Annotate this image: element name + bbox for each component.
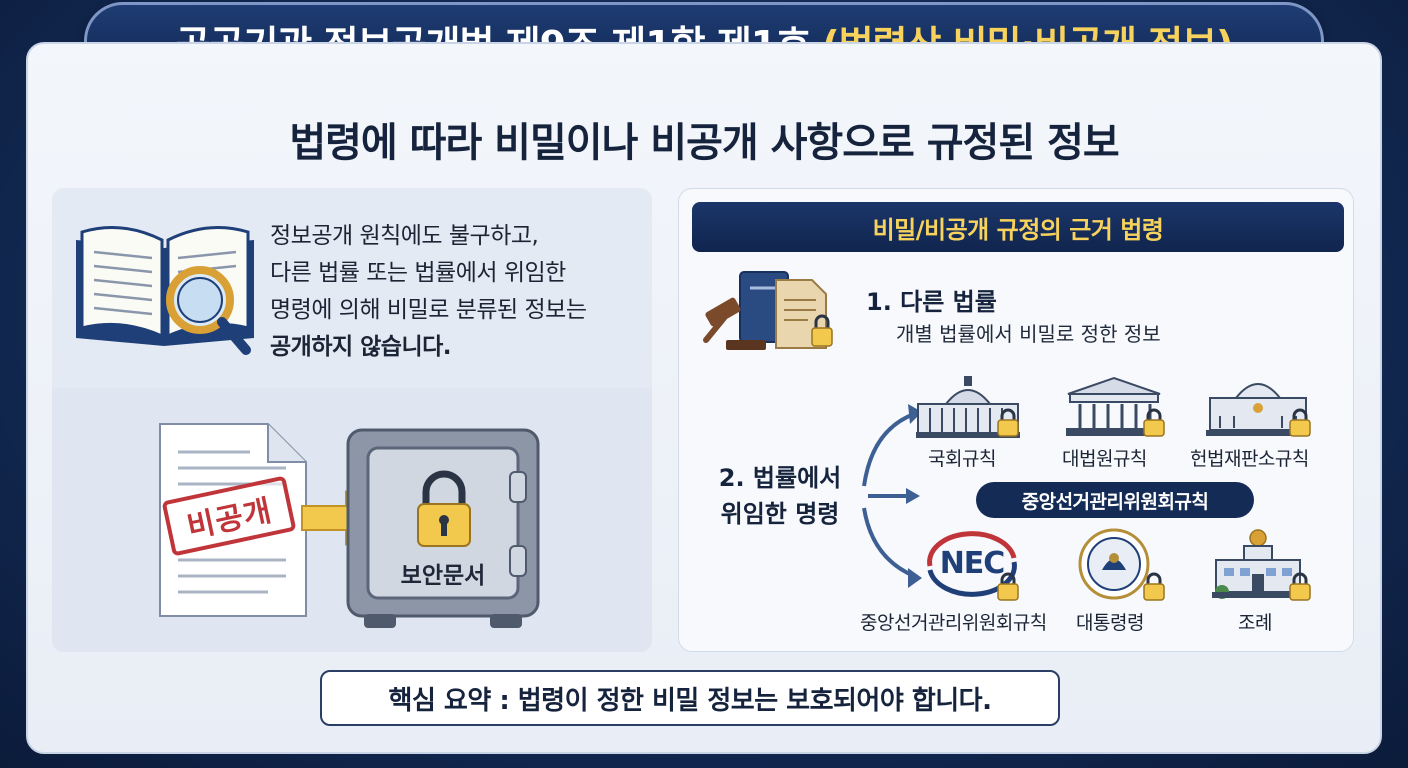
- lock-icon: [997, 572, 1019, 601]
- lock-icon: [997, 408, 1019, 437]
- local-government-icon: [1212, 529, 1304, 599]
- nec-rule-pill-label: 중앙선거관리위원회규칙: [1021, 490, 1209, 513]
- headline: 법령에 따라 비밀이나 비공개 사항으로 규정된 정보: [289, 120, 1119, 166]
- lock-icon: [1289, 408, 1311, 437]
- nec-rule-pill: 중앙선거관리위원회규칙: [976, 482, 1254, 518]
- gavel-documents-icon: [703, 271, 833, 350]
- principle-line: 다른 법률 또는 법률에서 위임한: [270, 260, 566, 286]
- summary-text: 핵심 요약 : 법령이 정한 비밀 정보는 보호되어야 합니다.: [388, 685, 992, 716]
- lock-icon: [1143, 408, 1165, 437]
- law1-desc: 개별 법률에서 비밀로 정한 정보: [896, 322, 1161, 346]
- branch-arrows-icon: [862, 404, 922, 588]
- basis-title: 비밀/비공개 규정의 근거 법령: [872, 215, 1164, 244]
- rule-presidential: 대통령령: [1076, 612, 1144, 634]
- safe-icon: [346, 428, 540, 628]
- rule-nec-bottom: 중앙선거관리위원회규칙: [860, 612, 1047, 634]
- lock-icon: [1143, 572, 1165, 601]
- law2-title-line: 2. 법률에서: [718, 464, 842, 492]
- law2-title: 2. 법률에서 위임한 명령: [696, 460, 864, 532]
- law2-title-line: 위임한 명령: [720, 500, 840, 528]
- supreme-court-icon: [1066, 376, 1162, 436]
- principle-line: 공개하지 않습니다.: [270, 334, 452, 360]
- book-magnifier-icon: [76, 226, 254, 355]
- safe-label: 보안문서: [400, 563, 486, 589]
- basis-title-bar: 비밀/비공개 규정의 근거 법령: [692, 202, 1344, 252]
- rule-supreme-court: 대법원규칙: [1062, 448, 1147, 470]
- summary-box: 핵심 요약 : 법령이 정한 비밀 정보는 보호되어야 합니다.: [320, 670, 1060, 726]
- law1-title: 1. 다른 법률: [866, 288, 997, 316]
- lock-icon: [1289, 572, 1311, 601]
- rule-constitutional-court: 헌법재판소규칙: [1190, 448, 1309, 470]
- stamp-label: 비공개: [184, 493, 276, 546]
- principle-line: 명령에 의해 비밀로 분류된 정보는: [270, 297, 587, 323]
- presidential-seal-icon: [1078, 528, 1150, 600]
- nec-logo-text: NEC: [939, 546, 1006, 581]
- rule-assembly: 국회규칙: [928, 448, 996, 470]
- rule-ordinance: 조례: [1238, 612, 1272, 634]
- principle-text: 정보공개 원칙에도 불구하고, 다른 법률 또는 법률에서 위임한 명령에 의해…: [270, 218, 650, 366]
- principle-line: 정보공개 원칙에도 불구하고,: [270, 223, 539, 249]
